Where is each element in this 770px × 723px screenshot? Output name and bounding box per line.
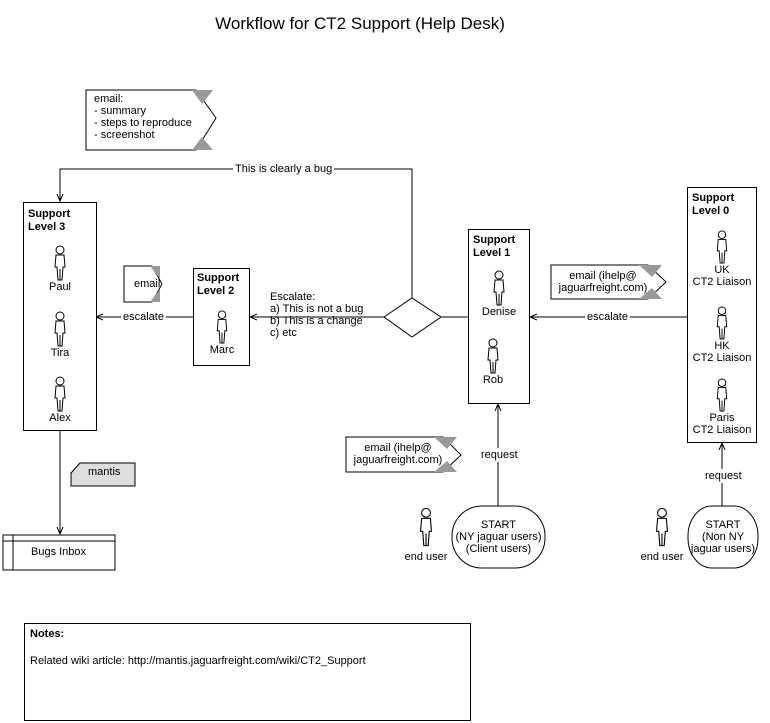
end-user-label: end user bbox=[404, 551, 448, 563]
actor-name: Rob bbox=[482, 374, 504, 386]
person-icon bbox=[54, 376, 66, 412]
email-small-shape bbox=[123, 265, 163, 303]
start-line: jaguar users) bbox=[690, 543, 756, 555]
level-1-title: Support Level 1 bbox=[473, 234, 515, 260]
person-icon bbox=[419, 507, 433, 547]
actor-name: UK bbox=[714, 264, 730, 276]
email-ihelp-top: email (ihelp@ jaguarfreight.com) bbox=[553, 270, 653, 294]
decision-diamond bbox=[383, 297, 442, 338]
level-title-line: Support bbox=[28, 208, 71, 220]
person-icon bbox=[716, 230, 728, 264]
escalate-decision-text: Escalate: a) This is not a bug b) This i… bbox=[270, 291, 363, 339]
mantis-shape bbox=[70, 462, 136, 487]
email-note-line: - screenshot bbox=[94, 129, 155, 141]
actor-name: Tira bbox=[50, 347, 70, 359]
email-ihelp-line: email (ihelp@ bbox=[364, 442, 432, 454]
actor-uk: UK CT2 Liaison bbox=[692, 230, 752, 288]
person-icon bbox=[493, 270, 505, 306]
bugs-inbox-label: Bugs Inbox bbox=[31, 546, 87, 558]
end-user-non-ny: end user bbox=[632, 503, 692, 563]
actor-hk: HK CT2 Liaison bbox=[692, 306, 752, 364]
notes-panel: Notes: Related wiki article: http://mant… bbox=[24, 623, 471, 721]
actor-tira: Tira bbox=[30, 311, 90, 359]
actor-name: Paul bbox=[48, 281, 72, 293]
start-non-ny-oval bbox=[687, 505, 759, 569]
notes-text: Related wiki article: http://mantis.jagu… bbox=[30, 655, 366, 667]
start-ny: START (NY jaguar users) (Client users) bbox=[452, 519, 545, 555]
start-line: (Non NY bbox=[701, 531, 745, 543]
level-title-line: Support bbox=[692, 192, 735, 204]
email-ihelp-line: jaguarfreight.com) bbox=[353, 454, 443, 466]
actor-role: CT2 Liaison bbox=[692, 276, 752, 288]
level-title-line: Level 1 bbox=[473, 247, 511, 259]
bug-label: This is clearly a bug bbox=[233, 163, 335, 175]
email-note-line: - steps to reproduce bbox=[94, 117, 192, 129]
end-user-label: end user bbox=[640, 551, 684, 563]
actor-role: CT2 Liaison bbox=[692, 424, 752, 436]
mantis-label: mantis bbox=[88, 466, 121, 478]
level-3-title: Support Level 3 bbox=[28, 208, 70, 234]
level-title-line: Level 2 bbox=[197, 285, 235, 297]
email-note: email: - summary - steps to reproduce - … bbox=[94, 93, 192, 141]
actor-role: CT2 Liaison bbox=[692, 352, 752, 364]
email-note-line: - summary bbox=[94, 105, 146, 117]
request-ny-label: request bbox=[480, 448, 519, 462]
start-ny-oval bbox=[451, 505, 546, 569]
person-icon bbox=[487, 338, 499, 374]
person-icon bbox=[54, 311, 66, 347]
request-non-ny-label: request bbox=[704, 469, 743, 483]
person-icon bbox=[216, 310, 228, 344]
bugs-inbox-shape bbox=[2, 534, 116, 571]
support-level-2: Support Level 2 Marc bbox=[193, 268, 250, 366]
email-note-line: email: bbox=[94, 93, 124, 105]
end-user-ny: end user bbox=[396, 503, 456, 563]
start-line: START bbox=[705, 519, 741, 531]
escalate-l3-label: escalate bbox=[121, 311, 166, 323]
actor-paul: Paul bbox=[30, 245, 90, 293]
actor-alex: Alex bbox=[30, 376, 90, 424]
level-title-line: Level 0 bbox=[692, 205, 730, 217]
person-icon bbox=[716, 378, 728, 412]
level-2-title: Support Level 2 bbox=[197, 272, 239, 298]
actor-paris: Paris CT2 Liaison bbox=[692, 378, 752, 436]
start-line: (Client users) bbox=[465, 543, 532, 555]
person-icon bbox=[54, 245, 66, 281]
email-ihelp-top-shape bbox=[550, 264, 667, 300]
decision-line: c) etc bbox=[270, 327, 297, 339]
escalate-l1-label: escalate bbox=[585, 311, 630, 323]
level-title-line: Support bbox=[197, 272, 240, 284]
page-title: Workflow for CT2 Support (Help Desk) bbox=[215, 14, 505, 33]
person-icon bbox=[716, 306, 728, 340]
actor-name: HK bbox=[714, 340, 730, 352]
actor-name: Denise bbox=[481, 306, 517, 318]
actor-denise: Denise bbox=[469, 270, 529, 318]
start-line: (NY jaguar users) bbox=[455, 531, 542, 543]
start-non-ny: START (Non NY jaguar users) bbox=[688, 519, 758, 555]
decision-line: b) This is a change bbox=[270, 315, 363, 327]
level-title-line: Support bbox=[473, 234, 516, 246]
email-note-shape bbox=[85, 89, 217, 151]
actor-rob: Rob bbox=[463, 338, 523, 386]
email-ihelp-line: jaguarfreight.com) bbox=[558, 282, 648, 294]
email-small-label: email bbox=[134, 278, 161, 290]
email-ihelp-line: email (ihelp@ bbox=[569, 270, 637, 282]
decision-line: Escalate: bbox=[270, 291, 316, 303]
email-ihelp-bottom: email (ihelp@ jaguarfreight.com) bbox=[348, 442, 448, 466]
actor-marc: Marc bbox=[192, 310, 252, 356]
person-icon bbox=[655, 507, 669, 547]
level-title-line: Level 3 bbox=[28, 221, 66, 233]
actor-name: Marc bbox=[209, 344, 235, 356]
support-level-1: Support Level 1 Denise Rob bbox=[468, 229, 530, 404]
decision-line: a) This is not a bug bbox=[270, 303, 364, 315]
notes-heading: Notes: bbox=[30, 628, 65, 640]
support-level-3: Support Level 3 Paul Tira Alex bbox=[23, 202, 97, 431]
actor-name: Paris bbox=[709, 412, 735, 424]
email-ihelp-bottom-shape bbox=[345, 436, 462, 473]
start-line: START bbox=[480, 519, 517, 531]
support-level-0: Support Level 0 UK CT2 Liaison HK CT2 Li… bbox=[687, 187, 757, 443]
actor-name: Alex bbox=[49, 412, 71, 424]
level-0-title: Support Level 0 bbox=[692, 192, 734, 218]
